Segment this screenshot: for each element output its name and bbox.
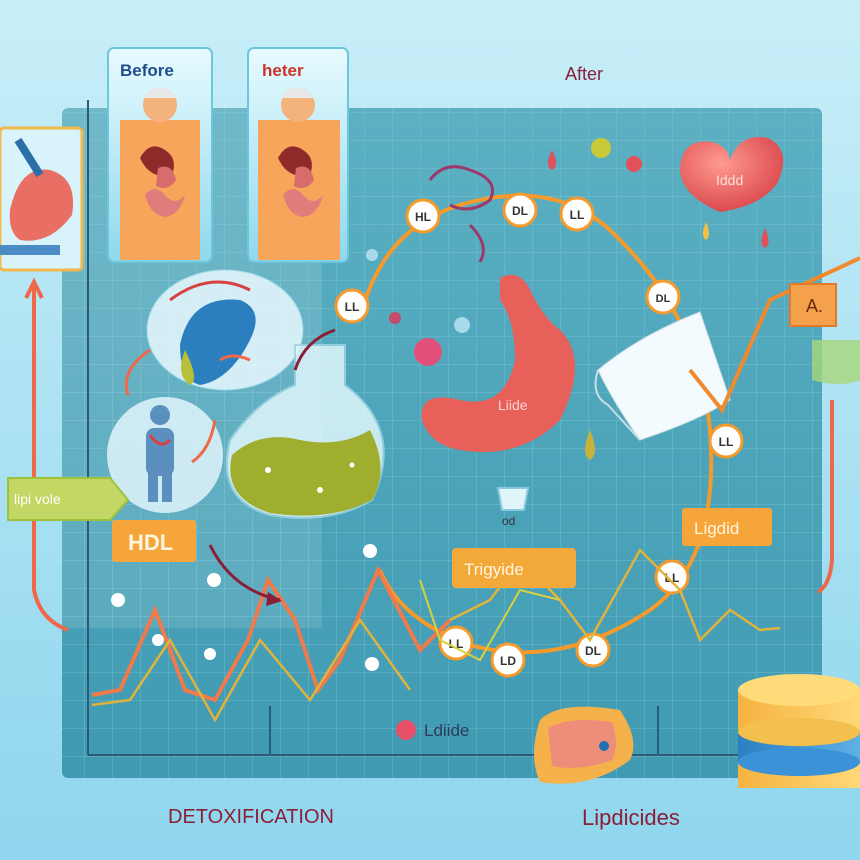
heart-icon: Iddd [680, 136, 784, 248]
badge-10: DL [575, 632, 611, 668]
heter-label: heter [262, 61, 304, 80]
heter-panel [247, 47, 349, 263]
body-figure-icon [107, 397, 223, 513]
ligdid-label-box: Ligdid [682, 508, 772, 546]
svg-text:HL: HL [415, 210, 431, 224]
left-arrow [32, 282, 69, 632]
trigyide-label-box: Trigyide [452, 548, 576, 588]
od-label: od [502, 514, 515, 528]
badge-2: DL [502, 192, 538, 228]
lipi-vole-tag: lipi vole [7, 477, 130, 521]
svg-text:LL: LL [449, 637, 464, 651]
virus-icon [389, 312, 442, 366]
detox-title: DETOXIFICATION [168, 806, 334, 828]
badge-4: LL [334, 288, 370, 324]
liver-icon [146, 269, 304, 391]
before-panel [107, 47, 213, 263]
lipid-cycle-ring [358, 193, 714, 655]
stomach-label: Liide [498, 397, 528, 413]
svg-text:LL: LL [665, 571, 680, 585]
lipdicides-title: Lipdicides [582, 805, 680, 830]
flask-icon [225, 344, 385, 519]
ring-badges: HL DL LL LL DL LL LL LL LD DL [334, 192, 744, 678]
svg-text:LL: LL [345, 300, 360, 314]
badge-9: LD [490, 642, 526, 678]
after-label: After [565, 64, 603, 84]
svg-text:HDL: HDL [128, 530, 173, 555]
svg-text:DL: DL [512, 204, 528, 218]
a-flag-label: A. [806, 296, 823, 316]
svg-text:Trigyide: Trigyide [464, 560, 524, 579]
svg-text:DL: DL [585, 644, 601, 658]
svg-text:DL: DL [656, 293, 671, 305]
a-flag [789, 283, 837, 327]
svg-text:LL: LL [719, 435, 734, 449]
badge-7: LL [654, 559, 690, 595]
hdl-label-box: HDL [112, 520, 196, 562]
badge-5: DL [645, 279, 681, 315]
svg-text:LL: LL [570, 208, 585, 222]
cup-icon [496, 487, 530, 511]
svg-text:LD: LD [500, 654, 516, 668]
ldiide-label: Ldiide [396, 720, 469, 740]
svg-text:Ldiide: Ldiide [424, 721, 469, 740]
lipid-cushion-icon [534, 706, 634, 784]
heart-label: Iddd [716, 172, 743, 188]
badge-3: LL [559, 196, 595, 232]
badge-1: HL [405, 198, 441, 234]
svg-text:lipi vole: lipi vole [14, 491, 61, 507]
stomach-icon: Liide [421, 274, 575, 452]
stacked-disks-icon [738, 674, 860, 788]
towel-icon [585, 311, 731, 460]
before-label: Before [120, 61, 174, 80]
badge-6: LL [708, 423, 744, 459]
svg-text:Ligdid: Ligdid [694, 519, 739, 538]
liver-side-panel [0, 126, 84, 272]
